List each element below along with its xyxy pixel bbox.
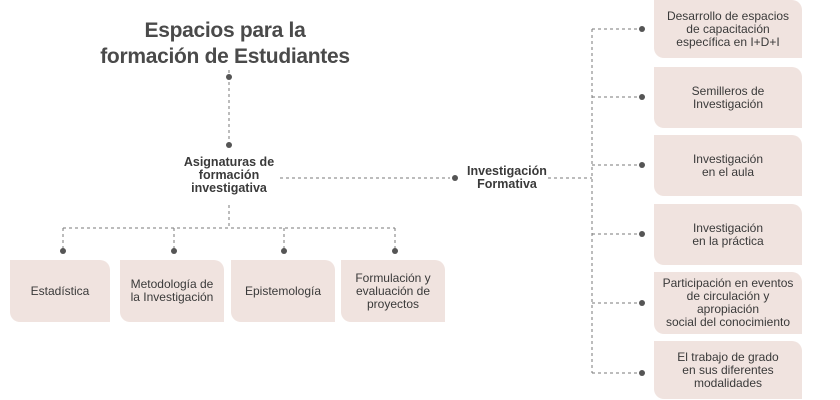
bottom-box-label: Formulación y evaluación de proyectos [355,270,431,311]
bottom-box-label: Metodología de la Investigación [130,277,214,304]
right-box-semilleros: Semilleros de Investigación [654,67,802,128]
bottom-box-formulacion: Formulación y evaluación de proyectos [341,260,445,322]
right-box-participacion: Participación en eventos de circulación … [654,272,802,334]
right-box-label: Investigación en la práctica [692,220,764,248]
bottom-box-label: Epistemología [244,283,322,298]
right-box-label: Desarrollo de espacios de capacitación e… [666,8,790,49]
bottom-box-estadistica: Estadística [10,260,110,322]
right-box-label: Participación en eventos de circulación … [662,276,794,329]
bottom-box-epistemologia: Epistemología [231,260,335,322]
bottom-box-metodologia: Metodología de la Investigación [120,260,224,322]
bottom-box-label: Estadística [30,283,90,298]
right-box-label: Semilleros de Investigación [691,83,765,111]
right-box-label: Investigación en el aula [692,151,764,179]
center-node-label: Asignaturas de formación investigativa [183,155,275,195]
right-box-aula: Investigación en el aula [654,135,802,196]
right-box-practica: Investigación en la práctica [654,204,802,265]
right-node-label: Investigación Formativa [467,164,547,191]
diagram-title: Espacios para la formación de Estudiante… [100,19,350,68]
right-box-trabajo-grado: El trabajo de grado en sus diferentes mo… [654,341,802,399]
right-box-desarrollo: Desarrollo de espacios de capacitación e… [654,0,802,58]
right-box-label: El trabajo de grado en sus diferentes mo… [677,349,779,390]
